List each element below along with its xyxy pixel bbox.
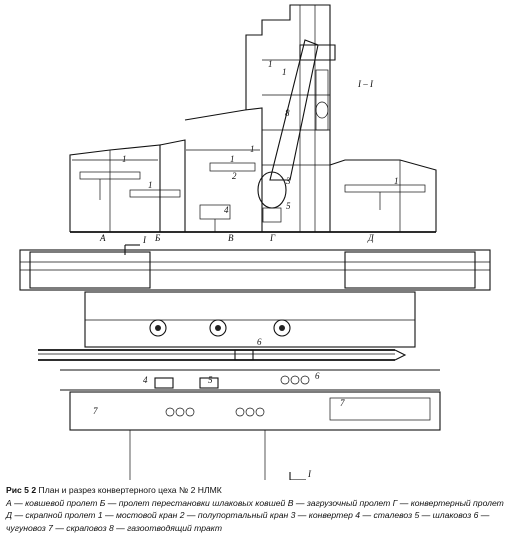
item-label: 1 [230,154,235,164]
section-elevation [69,4,437,233]
bay-label-b: Б [155,233,161,243]
item-label: 1 [394,176,399,186]
bay-label-g: Г [270,233,276,243]
item-label: 1 [282,67,287,77]
figure-title: План и разрез конвертерного цеха № 2 НЛМ… [38,485,222,495]
item-label: 8 [285,108,290,118]
item-label: 3 [286,176,291,186]
figure-legend: А — ковшевой пролет Б — пролет перестано… [6,497,504,533]
item-label: 4 [224,205,229,215]
bay-label-v: В [228,233,234,243]
item-label: 7 [340,398,345,408]
item-label: 1 [268,59,273,69]
plan-and-section-drawing [19,4,491,480]
item-label: 1 [250,144,255,154]
item-label: 5 [208,375,213,385]
bay-label-d: Д [368,233,374,243]
item-label: 2 [232,171,237,181]
section-mark-top: I [143,235,146,245]
section-label: I – I [358,79,373,89]
item-label: 6 [257,337,262,347]
plan-view [19,244,491,480]
figure-number: Рис 5 2 [6,485,37,495]
item-label: 6 [315,371,320,381]
item-label: 4 [143,375,148,385]
item-label: 1 [148,180,153,190]
section-mark-bottom: I [308,469,311,479]
item-label: 1 [122,154,127,164]
bay-label-a: А [100,233,106,243]
item-label: 7 [93,406,98,416]
item-label: 5 [286,201,291,211]
figure-caption: Рис 5 2 План и разрез конвертерного цеха… [6,484,510,534]
